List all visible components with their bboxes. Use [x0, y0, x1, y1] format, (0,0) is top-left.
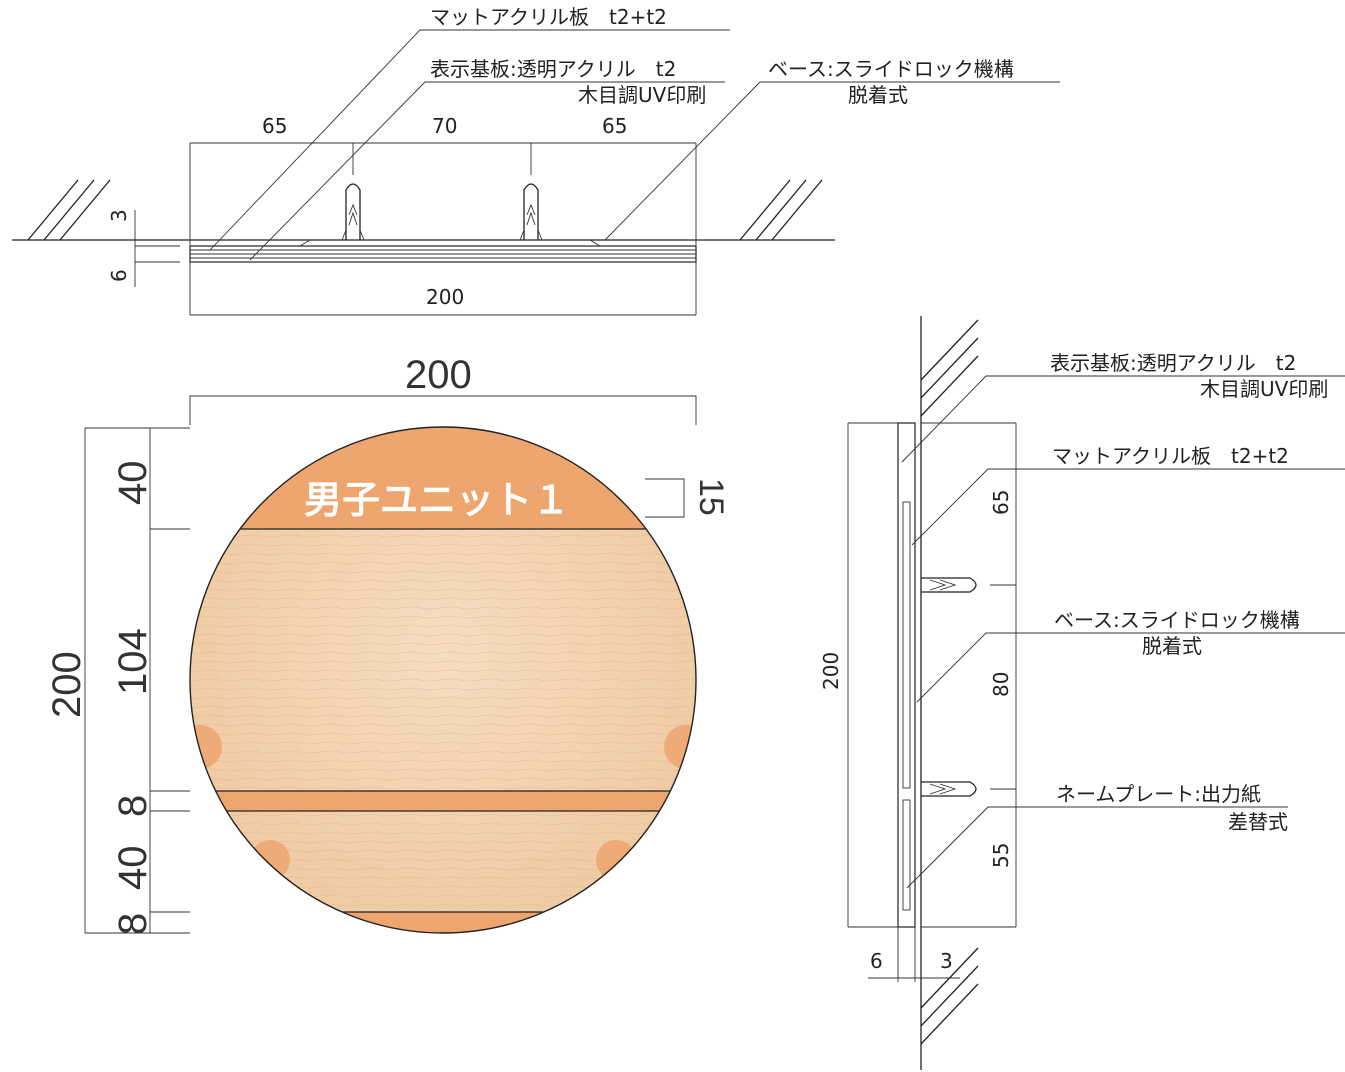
front-dim-8-b: 8: [111, 913, 155, 935]
side-leader-display-base: [901, 375, 1345, 463]
top-label-display-base-2: 木目調UV印刷: [578, 83, 706, 107]
side-dim-3: 3: [940, 949, 953, 973]
side-dim-55: 55: [989, 843, 1013, 868]
leader-display-base: [249, 81, 725, 261]
side-label-nameplate-2: 差替式: [1228, 810, 1288, 834]
top-dim-70: 70: [432, 114, 457, 138]
top-dim-200: 200: [426, 285, 464, 309]
front-dim-8-a: 8: [111, 795, 155, 817]
side-dim-6: 6: [870, 949, 883, 973]
anchor-left: [341, 183, 365, 241]
side-dim-200: 200: [819, 652, 843, 690]
side-label-matte-acrylic: マットアクリル板 t2+t2: [1052, 444, 1289, 468]
side-wall-hatch-top: [920, 319, 979, 417]
side-leader-matte-acrylic: [911, 468, 1345, 546]
top-label-display-base: 表示基板:透明アクリル t2: [430, 57, 676, 81]
anchor-right: [519, 183, 543, 241]
side-label-nameplate: ネームプレート:出力紙: [1056, 782, 1261, 806]
sign-outline: [189, 426, 697, 934]
top-dim-65-left: 65: [262, 114, 287, 138]
side-anchor-top: [921, 577, 977, 593]
stripe-1: [190, 791, 696, 811]
front-dim-width: 200: [405, 353, 472, 397]
side-label-base-2: 脱着式: [1142, 634, 1202, 658]
front-dim-height: 200: [45, 651, 89, 718]
side-label-base: ベース:スライドロック機構: [1054, 608, 1300, 632]
side-leader-base: [916, 632, 1345, 703]
top-label-base: ベース:スライドロック機構: [768, 57, 1014, 81]
top-label-matte-acrylic: マットアクリル板 t2+t2: [430, 5, 667, 29]
top-label-base-2: 脱着式: [848, 83, 908, 107]
side-panel: [897, 422, 916, 928]
front-view: 200 男子ユニット１ 15: [45, 353, 730, 935]
front-dim-40-bottom: 40: [111, 846, 155, 891]
wall-hatch-right: [739, 179, 823, 241]
top-dim-6: 6: [107, 269, 131, 282]
leader-base: [604, 81, 1060, 241]
wall-hatch-left: [27, 179, 111, 241]
bottom-band: [190, 912, 696, 933]
side-label-display-base: 表示基板:透明アクリル t2: [1050, 351, 1296, 375]
side-view: 200 65 80 55 6 3 表示基板:透明アクリル t2 木目調UV印刷 …: [819, 316, 1345, 1070]
top-dim-65-right: 65: [602, 114, 627, 138]
front-dim-40-top: 40: [111, 461, 155, 506]
sign-text: 男子ユニット１: [304, 478, 570, 522]
side-anchor-bottom: [921, 781, 977, 797]
side-label-display-base-2: 木目調UV印刷: [1200, 377, 1328, 401]
front-dim-15: 15: [692, 478, 730, 516]
side-dim-80: 80: [989, 672, 1013, 697]
front-dim-104: 104: [111, 628, 155, 695]
top-dim-3: 3: [107, 209, 131, 222]
side-leader-nameplate: [906, 806, 1288, 889]
top-view: 65 70 65 200 3 6 マットアクリル板 t2+t2 表示基板:透明ア…: [12, 5, 1060, 316]
leader-matte-acrylic: [209, 29, 730, 251]
side-dim-65: 65: [989, 490, 1013, 515]
